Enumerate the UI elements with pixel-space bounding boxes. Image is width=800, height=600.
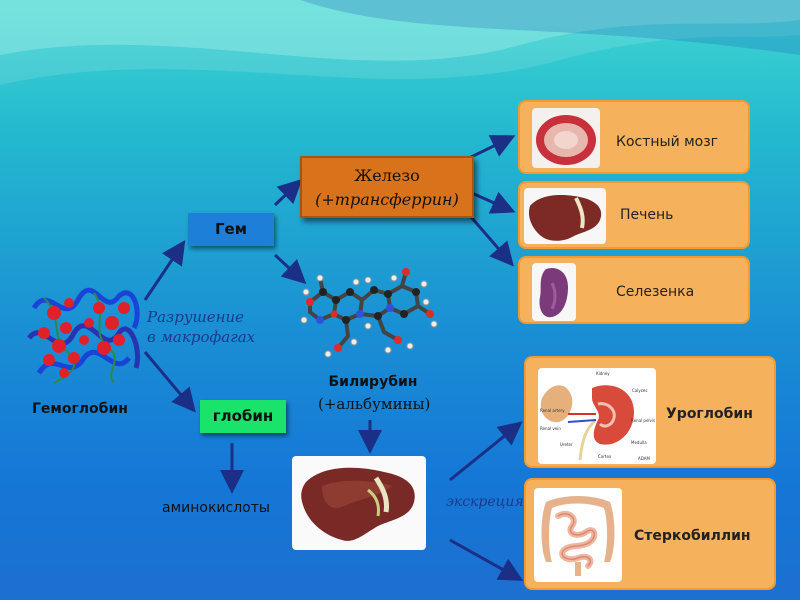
arrow-liver-to-sterkobillin <box>450 540 518 578</box>
heme-box: Гем <box>188 213 274 246</box>
amino-acids-label: аминокислоты <box>162 500 270 516</box>
kidney-label-renal-pelvis: Renal pelvis <box>631 418 655 423</box>
bilirubin-line1: Билирубин <box>318 371 428 393</box>
globin-box: глобин <box>200 400 286 433</box>
globin-label: глобин <box>200 400 286 433</box>
kidney-label-kidney: Kidney <box>596 371 610 376</box>
kidney-diagram-image: Kidney Calyces Renal artery Renal vein R… <box>538 368 656 464</box>
destruction-label: Разрушение в макрофагах <box>147 307 255 347</box>
liver-label: Печень <box>620 207 673 223</box>
excretion-label: экскреция <box>446 494 524 510</box>
kidney-label-adam: ADAM <box>638 456 650 461</box>
kidney-label-renal-vein: Renal vein <box>540 426 561 431</box>
destruction-line1: Разрушение <box>147 307 255 327</box>
kidney-label-ureter: Ureter <box>560 442 573 447</box>
destruction-line2: в макрофагах <box>147 327 255 347</box>
kidney-label-calyces: Calyces <box>632 388 647 393</box>
bone-marrow-box: Костный мозг <box>518 100 750 174</box>
bone-marrow-image <box>532 108 600 168</box>
iron-line1: Железо <box>302 164 472 188</box>
arrow-heme-to-iron <box>275 183 298 205</box>
iron-box: Железо (+трансферрин) <box>300 156 474 218</box>
kidney-label-cortex: Cortex <box>598 454 611 459</box>
liver-box: Печень <box>518 181 750 249</box>
kidney-label-renal-artery: Renal artery <box>540 408 565 413</box>
spleen-label: Селезенка <box>616 284 694 300</box>
spleen-box: Селезенка <box>518 256 750 324</box>
liver-central-image <box>292 456 426 550</box>
arrow-hemoglobin-to-heme <box>145 245 182 300</box>
intestine-image <box>534 488 622 582</box>
iron-line2: (+трансферрин) <box>302 188 472 212</box>
sterkobillin-label: Стеркобиллин <box>634 528 751 544</box>
bilirubin-line2: (+альбумины) <box>318 393 428 415</box>
arrow-hemoglobin-to-globin <box>145 352 192 408</box>
bone-marrow-label: Костный мозг <box>616 134 718 150</box>
spleen-image <box>532 263 576 321</box>
kidney-label-medulla: Medulla <box>631 440 647 445</box>
heme-label: Гем <box>188 213 274 246</box>
bilirubin-label: Билирубин (+альбумины) <box>318 371 428 415</box>
liver-image <box>524 188 606 244</box>
uroglobin-box: Kidney Calyces Renal artery Renal vein R… <box>524 356 776 468</box>
arrow-liver-to-uroglobin <box>450 425 518 480</box>
hemoglobin-label: Гемоглобин <box>32 401 128 417</box>
sterkobillin-box: Стеркобиллин <box>524 478 776 590</box>
bilirubin-molecule-image <box>298 262 440 364</box>
uroglobin-label: Уроглобин <box>666 406 753 422</box>
hemoglobin-molecule-image <box>24 278 146 386</box>
